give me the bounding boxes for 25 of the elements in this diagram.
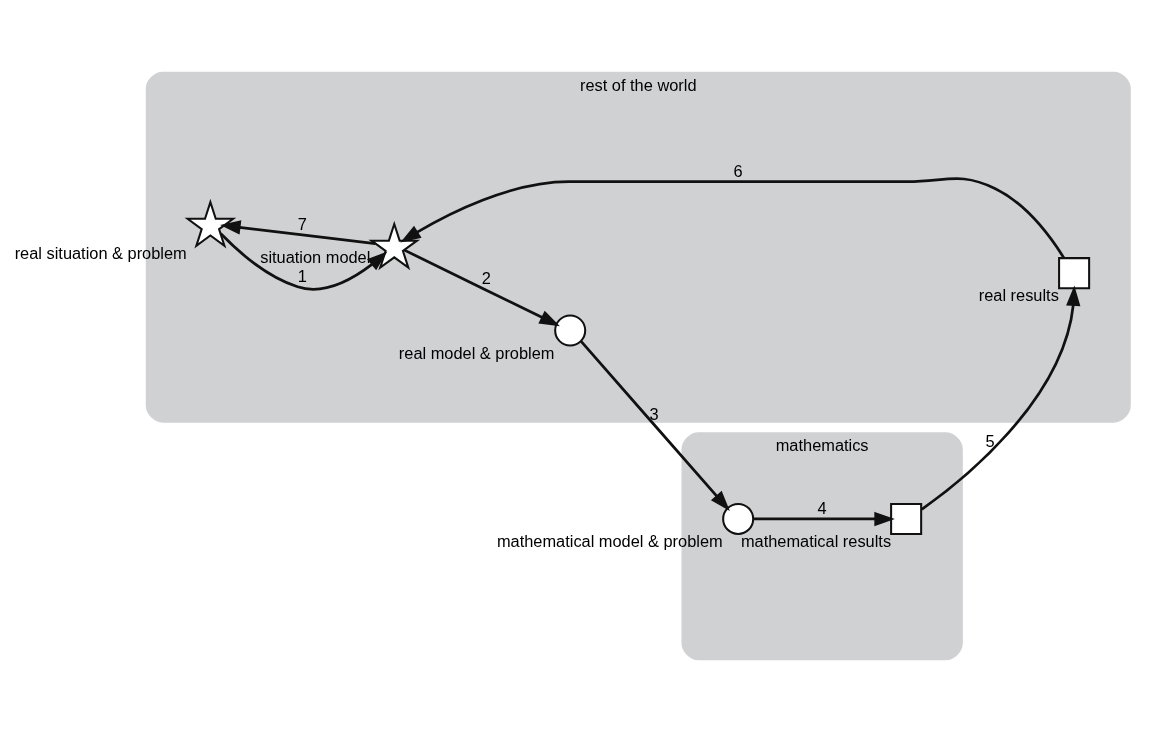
arrow [579,339,730,511]
node-circle [722,502,755,535]
node-label: mathematical results [740,531,892,550]
node-label: real model & problem [398,343,555,362]
arrow [403,248,560,326]
node-label: situation model [260,247,371,266]
node-circle [554,313,587,347]
node-label: real situation & problem [14,243,187,262]
edge-label: 2 [481,268,491,287]
edge-label: 1 [297,266,307,285]
arrow [920,284,1081,510]
node-label: mathematical model & problem [496,531,723,550]
arrow [220,219,376,245]
node-label: real results [978,285,1059,304]
edge-label: 5 [985,431,995,450]
node-star [184,198,237,248]
edge-label: 4 [817,498,827,517]
node-box [890,502,923,535]
edge-label: 7 [297,214,307,233]
arrow [400,176,1066,259]
edge-label: 6 [733,161,743,180]
edge-label: 3 [649,404,659,423]
arrow [219,232,388,290]
node-box [1058,256,1091,289]
arrow [753,511,895,526]
